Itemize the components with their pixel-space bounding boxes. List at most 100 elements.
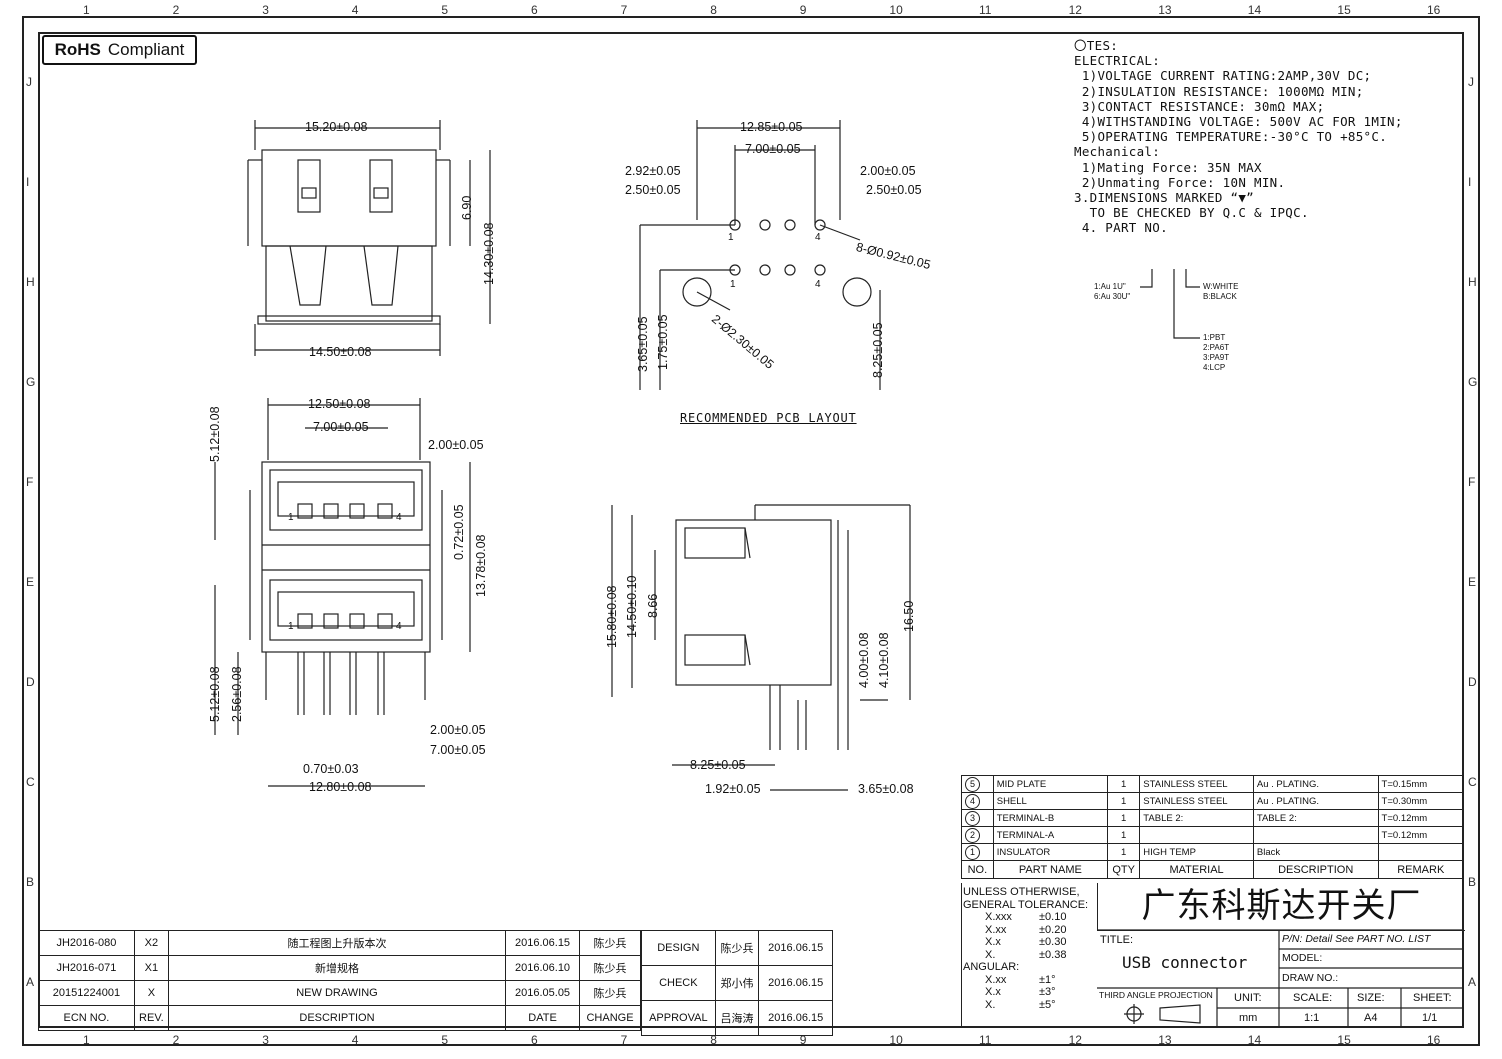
dim-front-v3: 13.78±0.08 [474,534,488,597]
company-name: 广东科斯达开关厂 [1097,883,1465,931]
color-2: B:BLACK [1203,292,1237,301]
revision-change: 陈少兵 [579,980,641,1006]
bom-material: STAINLESS STEEL [1139,792,1254,810]
bom-material: STAINLESS STEEL [1139,775,1254,793]
partno-bracket-1 [1140,269,1153,288]
tol-val: ±0.10 [1039,911,1067,923]
note-line: Mechanical: [1074,144,1161,160]
zone-col-13: 13 [1158,3,1172,17]
dim-front-b2: 7.00±0.05 [430,743,486,757]
tol-row: X.x±0.30 [963,936,1097,949]
zone-row-I: I [1468,175,1472,189]
zone-row-J: J [26,75,32,89]
bom-qty: 1 [1106,792,1141,810]
dim-front-v2: 0.72±0.05 [452,504,466,560]
bom-remark: T=0.30mm [1377,792,1465,810]
ang-key: X.x [985,986,1001,998]
dim-front-v5: 2.56±0.08 [230,666,244,722]
zone-row-D: D [26,675,35,689]
dim-side-b3: 3.65±0.08 [858,782,914,796]
rohs-bold: RoHS [54,40,101,59]
bom-no: 5 [961,775,994,793]
zone-col-16: 16 [1427,1033,1441,1047]
bom-remark [1377,843,1465,861]
part-no-color: W:WHITE B:BLACK [1203,282,1238,302]
tol-row: X.xx±0.20 [963,924,1097,937]
drawing-title: USB connector [1122,953,1248,972]
bom-desc: Au . PLATING. [1252,775,1379,793]
bom-desc [1252,826,1379,844]
dim-side-b1: 8.25±0.05 [690,758,746,772]
revision-rev: X [133,980,169,1006]
signoff-date: 2016.06.15 [758,965,833,1001]
zone-col-14: 14 [1247,3,1262,17]
mat-3: 3:PA9T [1203,353,1230,362]
note-line: 4. PART NO. [1074,220,1168,236]
plating-1: 1:Au 1U" [1094,282,1126,291]
zone-col-7: 7 [620,1033,628,1047]
bom-qty: 1 [1106,826,1141,844]
bom-remark: T=0.12mm [1377,826,1465,844]
part-no-material: 1:PBT 2:PA6T 3:PA9T 4:LCP [1203,333,1229,373]
front-view [214,398,471,787]
zone-col-12: 12 [1068,3,1082,17]
zone-col-10: 10 [889,1033,903,1047]
sheet-label: SHEET: [1413,992,1452,1004]
dim-side-v1: 15.80±0.08 [605,585,619,648]
ang-val: ±1° [1039,973,1056,986]
zone-row-A: A [26,975,35,989]
revision-change: 陈少兵 [579,930,641,956]
zone-col-2: 2 [172,3,180,17]
size-value: A4 [1364,1012,1378,1024]
bom-no-circle: 4 [965,793,980,809]
dim-pcb-v3: 8.25±0.05 [871,322,885,378]
top-view [247,120,491,356]
bom-name: INSULATOR [992,843,1108,861]
bom-qty: 1 [1106,843,1141,861]
pcb-pin-1-top: 1 [728,232,734,243]
ang-row: X.x±3° [963,986,1097,999]
zone-row-F: F [26,475,34,489]
dim-front-pitch: 2.00±0.05 [428,438,484,452]
ang-key: X.xx [985,973,1007,986]
bom-header-cell: DESCRIPTION [1252,860,1379,879]
tolerance-block: UNLESS OTHERWISE, GENERAL TOLERANCE: X.x… [963,886,1097,1011]
bom-no-circle: 2 [965,827,980,843]
revision-desc: 新增规格 [167,955,507,981]
ang-key: X. [985,998,996,1011]
pcb-pin-4-top: 4 [815,232,821,243]
revision-date: 2016.06.10 [505,955,580,981]
signoff-name: 郑小伟 [714,965,760,1001]
note-line: 2)INSULATION RESISTANCE: 1000MΩ MIN; [1074,83,1364,99]
zone-col-6: 6 [531,1033,538,1047]
zone-col-5: 5 [441,3,449,17]
bom-name: MID PLATE [992,775,1108,793]
bom-no-circle: 3 [965,810,980,826]
bom-header-cell: NO. [961,860,994,879]
zone-col-4: 4 [351,3,359,17]
drawno-label: DRAW NO.: [1282,972,1339,984]
rohs-text: Compliant [107,40,185,59]
revision-date: 2016.05.05 [505,980,580,1006]
revision-ecn: 20151224001 [38,980,135,1006]
revision-header-cell: REV. [133,1005,169,1031]
note-line: 〇TES: [1074,38,1119,53]
zone-col-4: 4 [351,1033,359,1047]
note-line: TO BE CHECKED BY Q.C & IPQC. [1074,205,1309,221]
zone-row-D: D [1468,675,1477,689]
bom-desc: TABLE 2: [1252,809,1379,827]
dim-top-bottom: 14.50±0.08 [309,345,372,359]
revision-ecn: JH2016-071 [38,955,135,981]
dim-pcb-v2: 1.75±0.05 [656,314,670,370]
revision-date: 2016.06.15 [505,930,580,956]
